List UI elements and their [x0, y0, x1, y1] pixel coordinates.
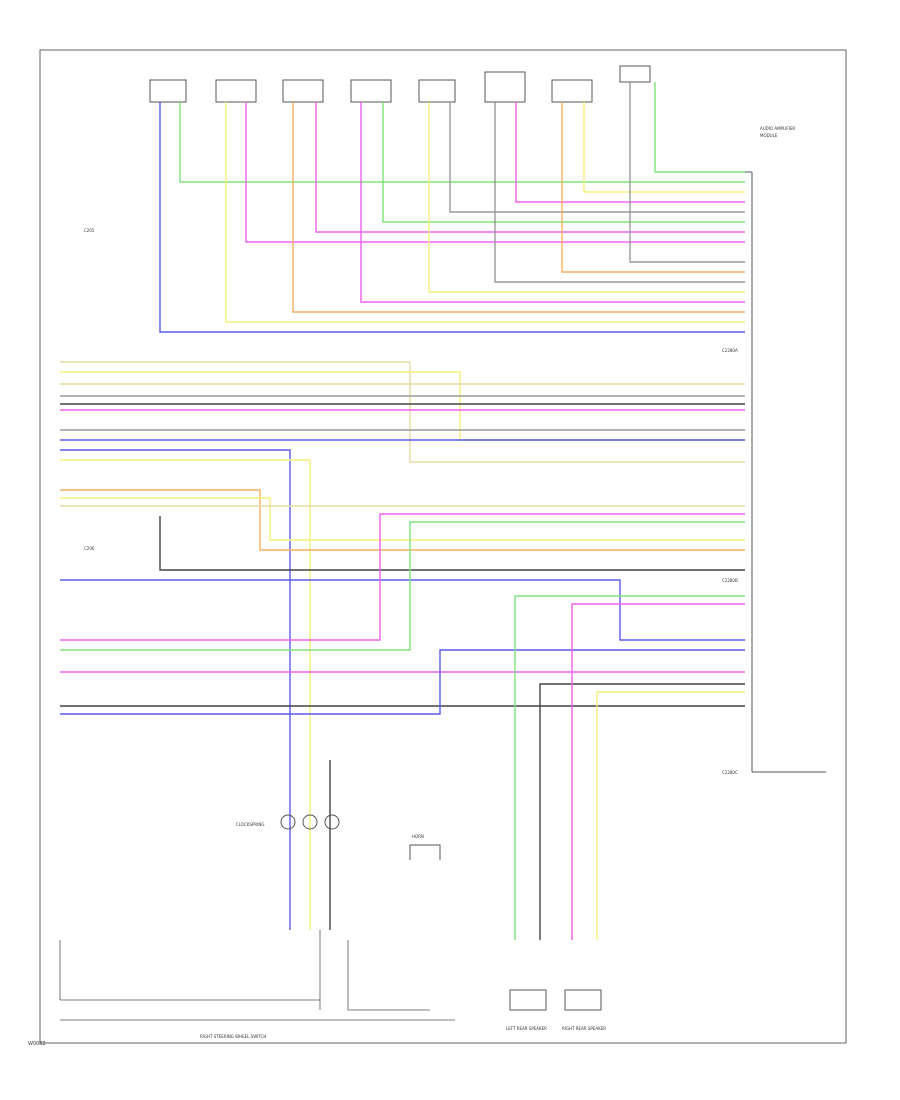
label-right-rear: RIGHT REAR SPEAKER — [562, 1026, 606, 1031]
page-code: W0082 — [28, 1041, 46, 1047]
speaker-connectors — [149, 65, 651, 103]
label-c206: C206 — [84, 546, 95, 551]
steering-switch — [59, 930, 455, 1021]
label-steering-switch: RIGHT STEERING WHEEL SWITCH — [200, 1034, 266, 1039]
label-left-rear: LEFT REAR SPEAKER — [506, 1026, 547, 1031]
label-c205: C205 — [84, 228, 95, 233]
speaker-rf-tweeter — [149, 79, 187, 103]
diagram-frame — [39, 49, 847, 1044]
svg-text:MODULE: MODULE — [760, 133, 778, 138]
label-clockspring: CLOCKSPRING — [236, 822, 264, 827]
label-c2280b: C2280B — [722, 578, 738, 583]
right-rear-speaker — [564, 989, 602, 1011]
horn-symbol — [409, 844, 441, 860]
clockspring-connector — [280, 814, 340, 830]
left-rear-speaker — [509, 989, 547, 1011]
svg-text:AUDIO AMPLIFIER: AUDIO AMPLIFIER — [760, 126, 795, 131]
left-wires — [60, 361, 745, 760]
label-c2280c: C2280C — [722, 770, 738, 775]
speaker-center — [619, 65, 651, 83]
rear-speakers — [509, 989, 602, 1011]
speaker-lf-tweeter — [418, 79, 456, 103]
label-c2280a: C2280A — [722, 348, 738, 353]
speaker-subwoofer — [350, 79, 392, 103]
speaker-wires — [159, 82, 745, 333]
speaker-rr-door — [282, 79, 324, 103]
speaker-lf-door — [484, 71, 526, 103]
label-horn: HORN — [412, 834, 424, 839]
lower-wires — [289, 595, 745, 940]
amplifier-module: AUDIO AMPLIFIER MODULE — [700, 126, 826, 773]
speaker-rf-door — [215, 79, 257, 103]
speaker-lr-door — [551, 79, 593, 103]
